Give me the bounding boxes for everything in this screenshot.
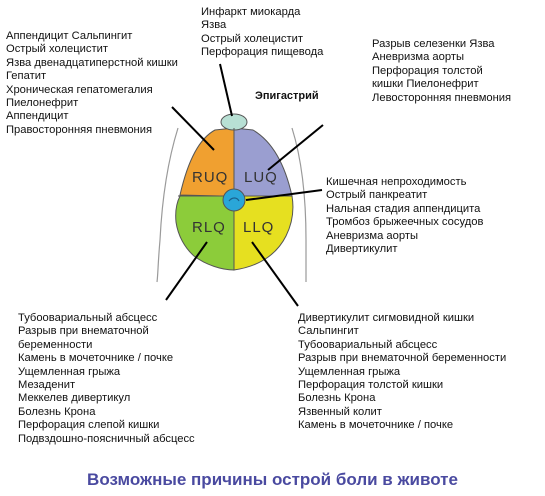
diagram-title: Возможные причины острой боли в животе [87,470,458,489]
navel-mark [228,197,240,202]
leader-line-epigastric [219,63,233,117]
luq-label: LUQ [244,169,278,186]
cause-item: Аппендицит [6,110,69,123]
epigastric-label: Эпигастрий [255,90,319,102]
cause-item: Аппендицит Сальпингит [6,30,133,42]
cause-item: Острый холецистит [201,32,303,45]
cause-item: Острый холецистит [6,43,108,56]
leader-line-llq [251,241,299,307]
leader-line-luq [267,124,324,171]
epigastric-region [220,113,248,131]
cause-item: Меккелев дивертикул [18,392,131,405]
cause-item: Разрыв селезенки Язва [372,38,495,50]
cause-item: Острый панкреатит [326,189,428,202]
cause-item: Дивертикулит [326,242,398,255]
cause-item: Разрыв при внематочной беременности [298,352,507,365]
cause-item: Язвенный колит [298,405,382,418]
cause-item: Нальная стадия аппендицита [326,202,481,215]
cause-item: Пиелонефрит [6,96,79,109]
torso-outline-right [291,127,307,282]
ruq-label: RUQ [192,169,228,186]
quadrant-llq [233,195,294,271]
cause-item: Левосторонняя пневмония [372,91,512,104]
cause-item: Аневризма аорты [326,229,419,242]
cause-item: Перфорация пищевода [201,46,324,59]
cause-item: Дивертикулит сигмовидной кишки [298,312,475,324]
cause-item: Тубоовариальный абсцесс [18,312,158,324]
cause-item: Болезнь Крона [18,405,96,418]
cause-item: Гепатит [6,70,47,83]
rlq-label: RLQ [192,219,226,236]
torso-outline-left [156,127,179,283]
cause-item: Перфорация слепой кишки [18,419,160,432]
cause-item: Камень в мочеточнике / почке [18,352,174,365]
cause-item: Мезаденит [18,378,76,391]
cause-item: Перфорация толстой кишки [298,378,444,391]
cause-item: Правосторонняя пневмония [6,123,153,136]
cause-item: Ущемленная грыжа [18,365,121,378]
leader-line-periumbilical [245,189,323,201]
cause-item: Камень в мочеточнике / почке [298,419,454,432]
cause-item: Ущемленная грыжа [298,365,401,378]
quadrant-rlq [175,195,235,271]
cause-item: Инфаркт миокарда [201,6,301,18]
cause-item: Тубоовариальный абсцесс [298,338,438,351]
cause-item: Сальпингит [298,325,359,338]
llq-label: LLQ [243,219,274,236]
cause-item: Язва двенадцатиперстной кишки [6,56,178,69]
cause-item: Хроническая гепатомегалия [6,83,153,96]
leader-line-rlq [165,241,208,301]
cause-item: Кишечная непроходимость [326,176,467,188]
cause-item: Разрыв при внематочной [18,325,149,338]
leader-line-ruq [171,106,215,151]
cause-item: Тромбоз брыжеечных сосудов [326,216,484,229]
cause-item: Аневризма аорты [372,51,465,64]
cause-item: Подвздошно-поясничный абсцесс [18,432,195,445]
cause-item: Перфорация толстой [372,64,483,77]
cause-item: кишки Пиелонефрит [372,78,479,91]
cause-item: Болезнь Крона [298,392,376,405]
cause-item: беременности [18,338,93,351]
periumbilical-region [222,188,246,212]
cause-item: Язва [201,19,227,32]
